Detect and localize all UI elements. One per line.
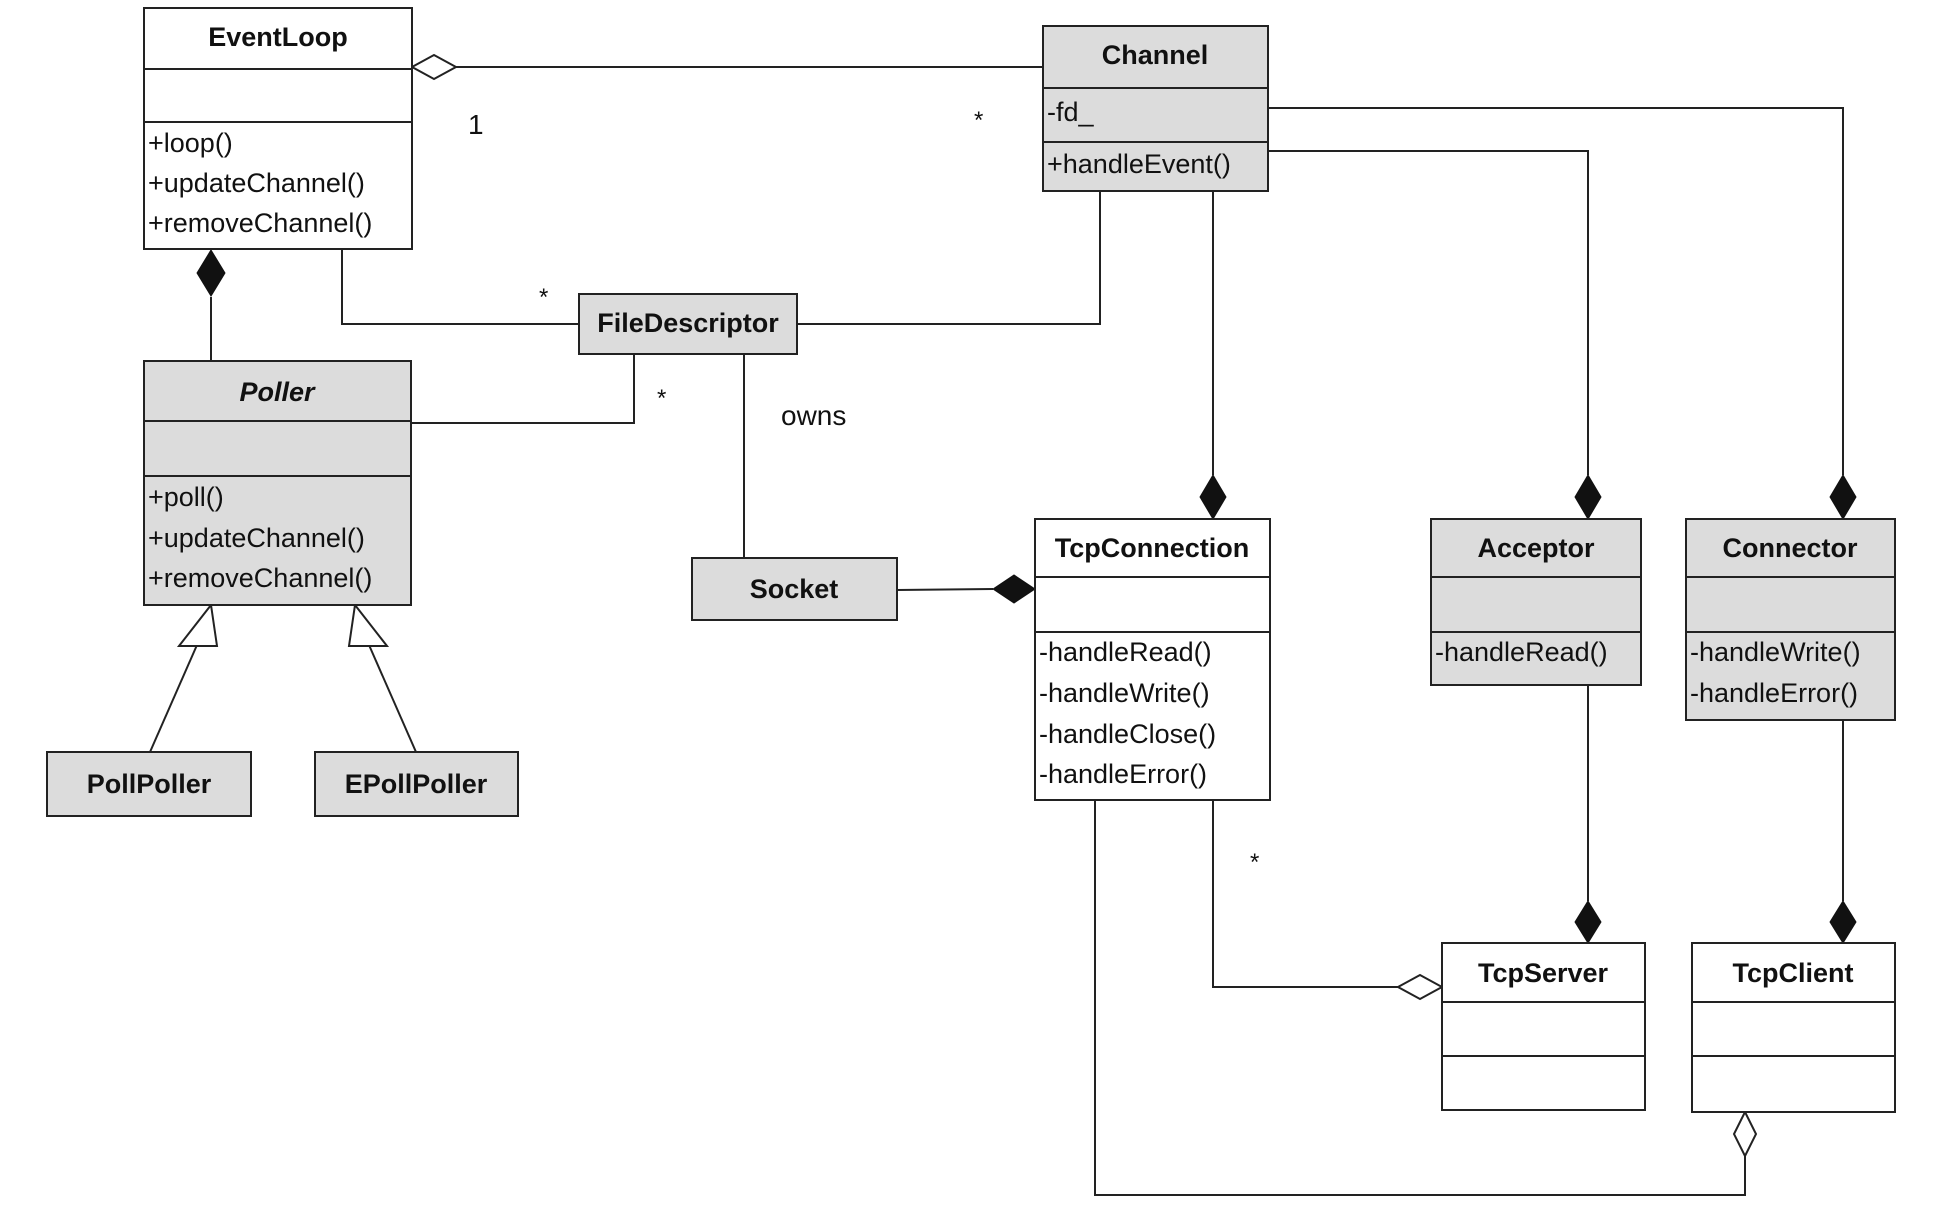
class-eventloop-box <box>143 7 413 250</box>
association-label-owns: owns <box>781 400 846 431</box>
multiplicity-filedescriptor-eventloop: * <box>539 284 548 311</box>
class-channel-op: +handleEvent() <box>1047 149 1231 179</box>
multiplicity-tcpconnection: * <box>1250 849 1259 876</box>
class-tcpconnection: TcpConnection -handleRead() -handleWrite… <box>1034 518 1271 801</box>
class-tcpconnection-op: -handleError() <box>1039 759 1207 789</box>
composition-diamond-eventloop <box>196 249 226 297</box>
class-eventloop-name: EventLoop <box>208 22 348 52</box>
composition-diamond-tcpconnection-top <box>1199 474 1227 520</box>
class-epollpoller-box <box>314 751 519 817</box>
class-poller-box <box>143 360 412 606</box>
class-tcpconnection-op: -handleRead() <box>1039 637 1212 667</box>
aggregation-diamond-tcpserver <box>1395 973 1445 1001</box>
class-filedescriptor-box <box>578 293 798 355</box>
class-eventloop-op: +loop() <box>148 128 233 158</box>
class-eventloop-op: +removeChannel() <box>148 208 372 238</box>
class-filedescriptor-name: FileDescriptor <box>597 308 779 338</box>
edge-epollpoller-poller <box>368 644 417 753</box>
class-tcpserver: TcpServer <box>1441 942 1646 1111</box>
class-tcpconnection-box <box>1034 518 1271 801</box>
class-connector: Connector -handleWrite() -handleError() <box>1685 518 1896 721</box>
class-epollpoller-name: EPollPoller <box>345 769 488 799</box>
class-tcpconnection-op: -handleWrite() <box>1039 678 1210 708</box>
aggregation-diamond-tcpclient <box>1732 1109 1758 1159</box>
composition-diamond-connector <box>1829 474 1857 520</box>
relationship-lines <box>149 53 1857 1196</box>
edge-tcpconnection-tcpclient <box>1094 800 1746 1196</box>
class-connector-box <box>1685 518 1896 721</box>
class-connector-op: -handleError() <box>1690 678 1858 708</box>
class-channel-name: Channel <box>1102 40 1209 70</box>
edge-poller-filedescriptor <box>411 354 635 424</box>
composition-diamond-tcpconnection-left <box>992 574 1036 604</box>
edge-channel-filedescriptor <box>797 191 1101 325</box>
class-channel-attr: -fd_ <box>1047 97 1095 127</box>
class-tcpserver-name: TcpServer <box>1478 958 1609 988</box>
class-acceptor-box <box>1430 518 1642 686</box>
class-filedescriptor: FileDescriptor <box>578 293 798 355</box>
class-eventloop-op: +updateChannel() <box>148 168 365 198</box>
aggregation-diamond-eventloop <box>409 53 459 81</box>
edge-channel-acceptor <box>1268 150 1589 475</box>
multiplicity-filedescriptor-poller: * <box>657 385 666 412</box>
edge-eventloop-filedescriptor <box>341 249 579 325</box>
class-tcpclient-name: TcpClient <box>1733 958 1854 988</box>
composition-diamond-acceptor <box>1574 474 1602 520</box>
class-poller: Poller +poll() +updateChannel() +removeC… <box>143 360 412 606</box>
generalization-arrow-epollpoller <box>347 602 390 647</box>
edge-pollpoller-poller <box>149 644 198 753</box>
class-pollpoller-box <box>46 751 252 817</box>
class-epollpoller: EPollPoller <box>314 751 519 817</box>
class-eventloop: EventLoop +loop() +updateChannel() +remo… <box>143 7 413 250</box>
class-pollpoller: PollPoller <box>46 751 252 817</box>
multiplicity-channel: * <box>974 107 983 134</box>
class-poller-op: +removeChannel() <box>148 563 372 593</box>
generalization-arrow-pollpoller <box>176 602 219 647</box>
class-socket-box <box>691 557 898 621</box>
class-poller-op: +poll() <box>148 482 224 512</box>
class-connector-op: -handleWrite() <box>1690 637 1861 667</box>
class-acceptor: Acceptor -handleRead() <box>1430 518 1642 686</box>
composition-diamond-tcpclient <box>1829 900 1857 944</box>
class-channel-box <box>1042 25 1269 192</box>
class-channel: Channel -fd_ +handleEvent() <box>1042 25 1269 192</box>
class-connector-name: Connector <box>1723 533 1858 563</box>
edge-channel-connector <box>1268 107 1844 475</box>
class-tcpclient: TcpClient <box>1691 942 1896 1113</box>
class-acceptor-name: Acceptor <box>1477 533 1595 563</box>
class-pollpoller-name: PollPoller <box>87 769 212 799</box>
class-poller-op: +updateChannel() <box>148 523 365 553</box>
class-tcpconnection-op: -handleClose() <box>1039 719 1216 749</box>
class-acceptor-op: -handleRead() <box>1435 637 1608 667</box>
class-tcpconnection-name: TcpConnection <box>1055 533 1249 563</box>
class-socket-name: Socket <box>750 574 839 604</box>
edge-socket-tcpconnection <box>896 588 994 591</box>
class-socket: Socket <box>691 557 898 621</box>
edge-tcpconnection-tcpserver <box>1212 800 1398 988</box>
class-tcpclient-box <box>1691 942 1896 1113</box>
relationship-labels: 1 * * * owns * <box>468 107 1259 876</box>
composition-diamond-tcpserver <box>1574 900 1602 944</box>
multiplicity-eventloop: 1 <box>468 109 484 140</box>
class-poller-name: Poller <box>239 377 316 407</box>
class-tcpserver-box <box>1441 942 1646 1111</box>
